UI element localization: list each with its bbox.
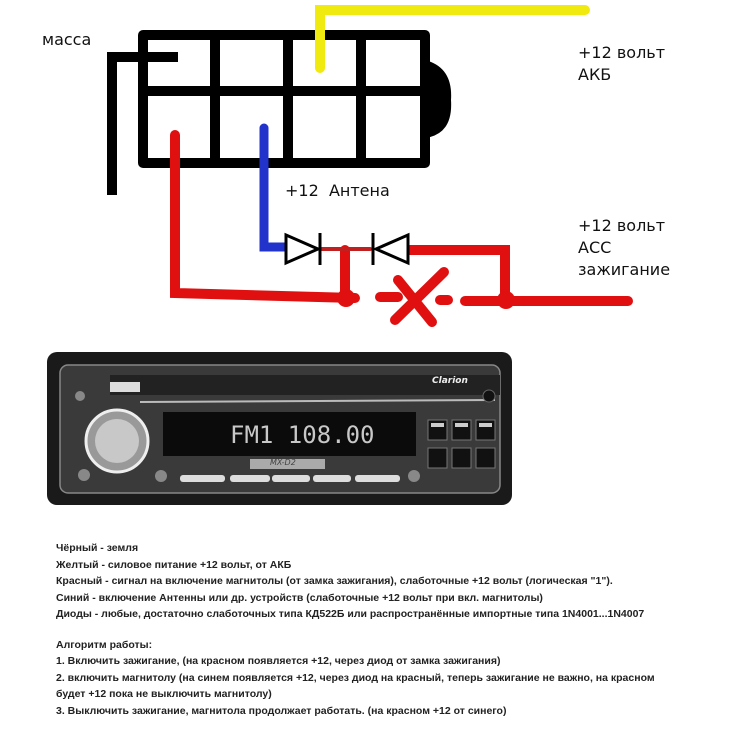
legend-line: Диоды - любые, достаточно слаботочных ти… [56, 608, 645, 620]
ground-label: масса [42, 30, 92, 49]
car-radio [47, 352, 512, 505]
legend-line: Чёрный - земля [56, 542, 139, 554]
legend-notes: Чёрный - земля Желтый - силовое питание … [56, 540, 655, 719]
diode-antenna [284, 232, 322, 266]
radio-model: MX-D2 [270, 458, 296, 467]
legend-line: Красный - сигнал на включение магнитолы … [56, 575, 613, 587]
legend-line: Желтый - силовое питание +12 вольт, от А… [56, 558, 292, 571]
algorithm-step: 3. Выключить зажигание, магнитола продол… [56, 704, 507, 717]
diode-acc [371, 232, 410, 266]
algorithm-step: 1. Включить зажигание, (на красном появл… [56, 655, 501, 667]
acc-label: +12 вольт АСС зажигание [578, 216, 671, 279]
junction-dot [497, 291, 515, 309]
algorithm-step: будет +12 пока не выключить магнитолу) [56, 688, 272, 700]
junction-dot [337, 289, 355, 307]
display [163, 412, 416, 456]
ground-wire [107, 52, 178, 195]
algorithm-step: 2. включить магнитолу (на синем появляет… [56, 671, 655, 684]
radio-display-text: FM1 108.00 [230, 421, 375, 449]
connector [138, 30, 452, 168]
antenna-wire [259, 123, 292, 252]
legend-line: Синий - включение Антенны или др. устрой… [56, 591, 543, 604]
antenna-label: +12 Антена [285, 181, 390, 200]
battery-wire [315, 5, 590, 73]
battery-label: +12 вольт АКБ [578, 43, 666, 84]
radio-brand-logo: Clarion [432, 376, 468, 386]
algorithm-title: Алгоритм работы: [56, 638, 153, 651]
